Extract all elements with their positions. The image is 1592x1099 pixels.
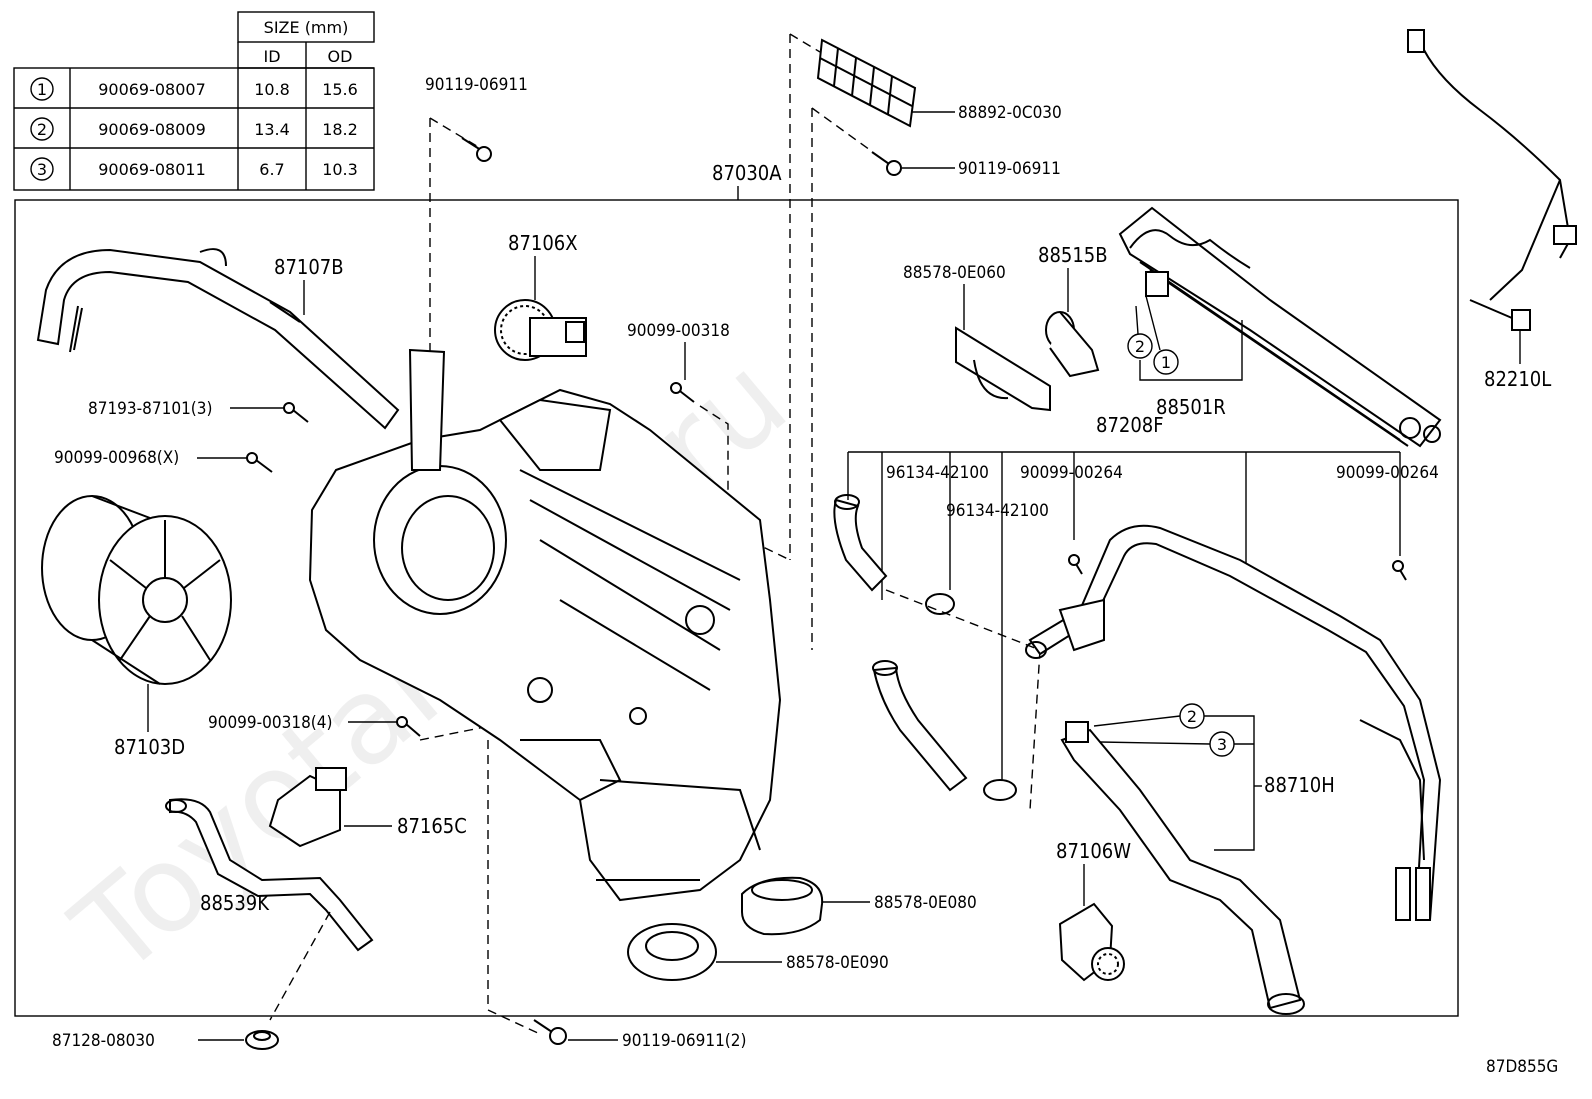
top-labels: 90119-06911 87030A 88892-0C030 90119-069… <box>425 33 1062 650</box>
label-88515B: 88515B <box>1038 243 1108 267</box>
label-90119-bottom: 90119-06911(2) <box>622 1031 746 1051</box>
label-90099-00318: 90099-00318 <box>627 321 730 341</box>
circle-3-label: 3 <box>1217 735 1227 754</box>
size-table: SIZE (mm) ID OD 1 90069-08007 10.8 15.6 … <box>13 11 375 191</box>
wiring-82210L <box>1407 29 1577 331</box>
label-87030A: 87030A <box>712 161 782 185</box>
resistor-87165C <box>268 767 347 848</box>
diagram-code: 87D855G <box>1486 1057 1558 1077</box>
hvac-housing-87030A <box>308 348 782 902</box>
label-87128: 87128-08030 <box>52 1031 155 1051</box>
drain-hose-88539K <box>165 798 374 952</box>
label-88501R: 88501R <box>1156 395 1226 419</box>
table-row-index: 2 <box>37 120 47 139</box>
seal-88578-0E080 <box>741 876 824 936</box>
table-row-id: 6.7 <box>259 160 284 179</box>
bolt-icon <box>533 1019 567 1045</box>
label-88710H: 88710H <box>1264 773 1335 797</box>
label-87106W: 87106W <box>1056 839 1131 863</box>
table-row-part: 90069-08007 <box>98 80 206 99</box>
id-header: ID <box>263 47 280 66</box>
label-87208F: 87208F <box>1096 413 1164 437</box>
screw-icon <box>246 452 273 473</box>
clamp-icon <box>925 593 955 615</box>
label-90099-00264-a: 90099-00264 <box>1020 463 1123 483</box>
evaporator-88501R <box>1118 206 1442 448</box>
label-96134-b: 96134-42100 <box>946 501 1049 521</box>
servo-87106W <box>1058 902 1125 982</box>
hose-long <box>872 660 968 792</box>
seal-88578-0E060 <box>955 326 1051 412</box>
label-88892: 88892-0C030 <box>958 103 1062 123</box>
label-90119-top: 90119-06911 <box>425 75 528 95</box>
bolt-icon <box>461 137 492 162</box>
label-87103D: 87103D <box>114 735 185 759</box>
label-90099-00318-4: 90099-00318(4) <box>208 713 332 733</box>
label-90119-right: 90119-06911 <box>958 159 1061 179</box>
table-row-id: 13.4 <box>254 120 290 139</box>
label-88578-0E060: 88578-0E060 <box>903 263 1006 283</box>
label-87106X: 87106X <box>508 231 578 255</box>
label-87193: 87193-87101(3) <box>88 399 212 419</box>
sensor-88515B <box>1045 311 1100 378</box>
table-row-part: 90069-08011 <box>98 160 206 179</box>
grommet-icon <box>245 1030 279 1050</box>
seal-88578-0E090 <box>627 923 717 981</box>
servo-87106X <box>494 299 587 361</box>
table-row-index: 3 <box>37 160 47 179</box>
screw-icon <box>1392 560 1407 581</box>
od-header: OD <box>328 47 353 66</box>
clamp-icon <box>983 779 1017 801</box>
heater-pipe-87107B <box>36 248 400 430</box>
circle-2-label: 2 <box>1187 707 1197 726</box>
table-row-od: 15.6 <box>322 80 358 99</box>
blower-fan-87103D <box>41 495 232 685</box>
filter-icon <box>816 38 917 128</box>
table-row-od: 18.2 <box>322 120 358 139</box>
table-row-id: 10.8 <box>254 80 290 99</box>
circle-2-label: 2 <box>1135 337 1145 356</box>
screw-icon <box>670 382 695 403</box>
label-96134-a: 96134-42100 <box>886 463 989 483</box>
table-row-part: 90069-08009 <box>98 120 206 139</box>
assembly-frame <box>14 199 1459 1017</box>
size-header: SIZE (mm) <box>264 18 349 37</box>
label-82210L: 82210L <box>1484 367 1551 391</box>
label-90099-00264-b: 90099-00264 <box>1336 463 1439 483</box>
heater-pipes-87208F <box>1025 524 1442 921</box>
label-87165C: 87165C <box>397 814 467 838</box>
label-90099-00968: 90099-00968(X) <box>54 448 179 468</box>
table-row-index: 1 <box>37 80 47 99</box>
label-87107B: 87107B <box>274 255 344 279</box>
hose-short <box>833 494 888 592</box>
screw-icon <box>1068 554 1083 575</box>
label-88578-0E090: 88578-0E090 <box>786 953 889 973</box>
screw-icon <box>283 402 309 423</box>
bolt-icon <box>871 151 902 176</box>
circle-1-label: 1 <box>1161 353 1171 372</box>
label-88539K: 88539K <box>200 891 270 915</box>
screw-icon <box>396 716 421 737</box>
label-88578-0E080: 88578-0E080 <box>874 893 977 913</box>
pipe-88710H <box>1060 721 1305 1015</box>
table-row-od: 10.3 <box>322 160 358 179</box>
